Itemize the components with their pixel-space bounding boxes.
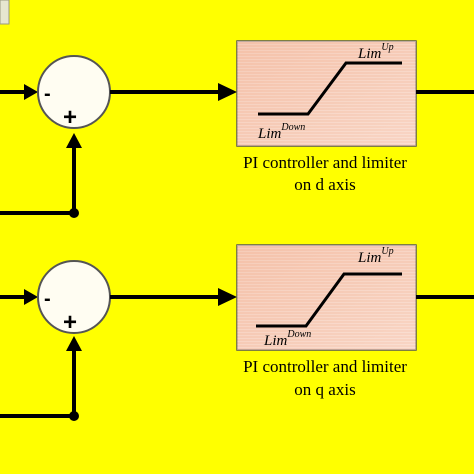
q-plus-sign: + [63,309,77,336]
d-block-caption-line2: on d axis [294,175,355,194]
d-limiter-curve [258,61,402,116]
q-axis-loop: - + LimUp LimDown PI controller and limi… [0,244,474,421]
q-lim-up-label: LimUp [357,246,394,266]
corner-fragment [0,0,10,25]
d-minus-sign: - [44,83,51,105]
d-axis-loop: - + LimUp LimDown PI controller and limi… [0,40,474,218]
q-minus-sign: - [44,288,51,310]
d-feedback-arrowhead [66,133,82,148]
d-plus-sign: + [63,104,77,131]
q-block-caption-line2: on q axis [294,380,355,399]
d-error-arrowhead [218,83,237,101]
q-lim-down-label: LimDown [263,329,311,349]
q-feedback-arrowhead [66,336,82,351]
q-limiter-curve [256,272,402,328]
q-error-arrowhead [218,288,237,306]
q-block-caption-line1: PI controller and limiter [243,357,407,376]
q-input-arrowhead [24,289,38,305]
d-input-arrowhead [24,84,38,100]
d-lim-down-label: LimDown [257,122,305,142]
d-lim-up-label: LimUp [357,42,394,62]
d-pi-block-hatch [237,41,416,146]
d-block-caption-line1: PI controller and limiter [243,153,407,172]
